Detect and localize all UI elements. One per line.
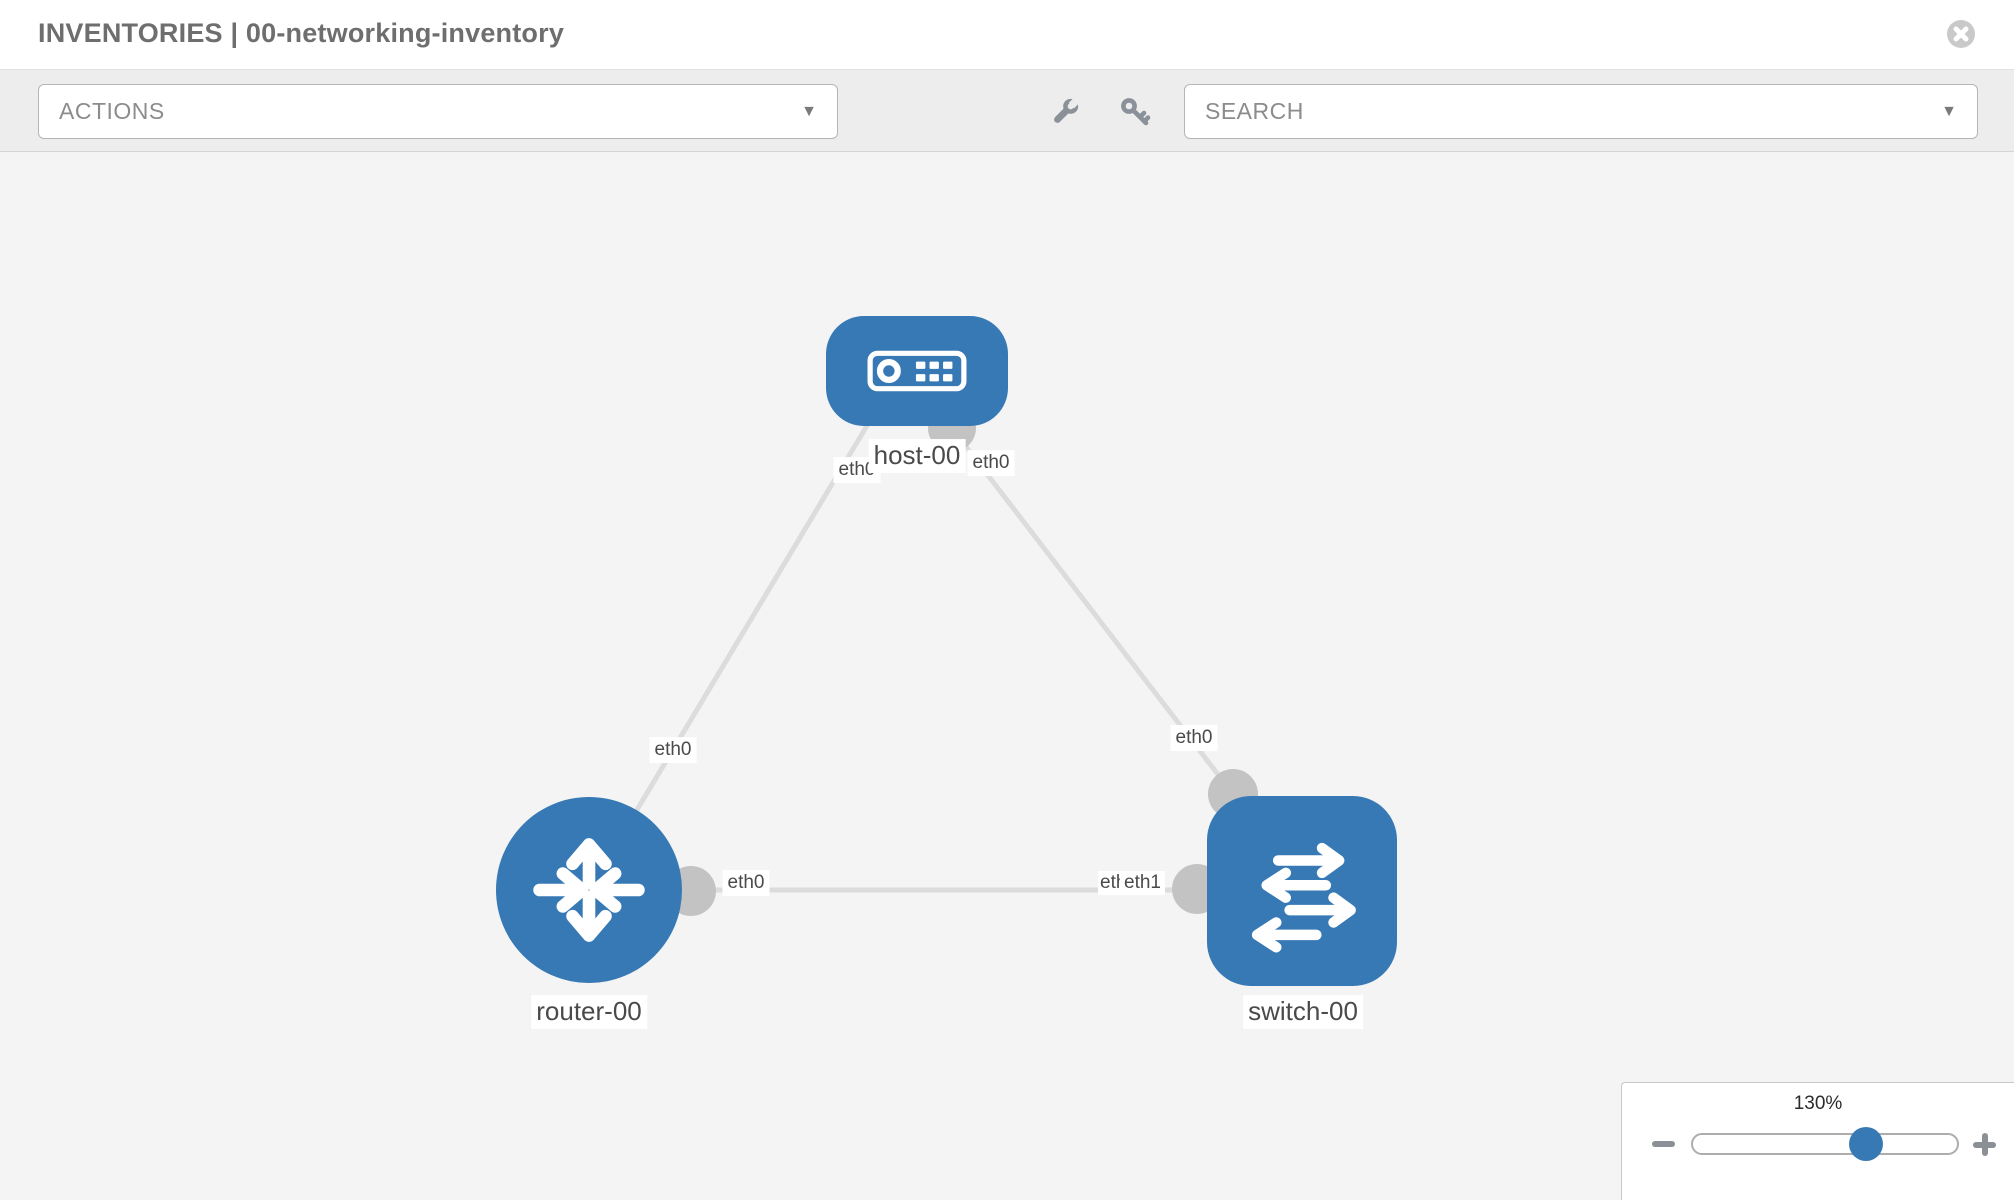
actions-dropdown-label: ACTIONS — [59, 98, 165, 124]
switch-icon — [1251, 842, 1356, 953]
interface-label: eth0 — [649, 737, 697, 763]
zoom-level-value: 130% — [1793, 1093, 1843, 1114]
close-icon[interactable] — [1946, 19, 1976, 49]
node-label-router: router-00 — [531, 995, 647, 1029]
search-dropdown[interactable]: SEARCH ▼ — [1184, 84, 1978, 139]
topology-links-layer — [586, 404, 1303, 916]
zoom-in-plus-icon[interactable] — [1973, 1133, 1996, 1156]
key-icon[interactable] — [1119, 96, 1151, 128]
topology-canvas[interactable]: eth0 host-00 eth0 eth0 eth0 eth0 eth1 et… — [0, 152, 2014, 1200]
link-lines — [586, 422, 1303, 893]
interface-label: eth0 — [1170, 725, 1218, 751]
chevron-down-icon: ▼ — [801, 102, 817, 120]
interface-label: eth1 — [1120, 871, 1165, 895]
toolbar: ACTIONS ▼ SEARCH ▼ — [0, 70, 2014, 152]
interface-dots — [666, 404, 1258, 916]
wrench-icon[interactable] — [1049, 96, 1081, 128]
zoom-slider[interactable] — [1691, 1127, 1959, 1161]
page-title: INVENTORIES | 00-networking-inventory — [38, 18, 565, 48]
zoom-out-minus-icon[interactable] — [1652, 1141, 1675, 1147]
header-bar: INVENTORIES | 00-networking-inventory — [0, 0, 2014, 70]
node-switch-00[interactable] — [1207, 796, 1397, 986]
actions-dropdown[interactable]: ACTIONS ▼ — [38, 84, 838, 139]
zoom-slider-thumb[interactable] — [1849, 1127, 1883, 1161]
router-icon — [533, 838, 645, 942]
node-label-host: host-00 — [868, 439, 966, 473]
interface-label: eth0 — [722, 870, 770, 896]
node-label-switch: switch-00 — [1243, 995, 1363, 1029]
interface-label: eth0 — [967, 450, 1015, 476]
chevron-down-icon: ▼ — [1941, 102, 1957, 120]
search-placeholder: SEARCH — [1205, 98, 1304, 124]
host-icon — [867, 350, 967, 392]
node-host-00[interactable] — [826, 316, 1008, 426]
node-router-00[interactable] — [496, 797, 682, 983]
zoom-control-panel: 130% — [1621, 1082, 2014, 1200]
